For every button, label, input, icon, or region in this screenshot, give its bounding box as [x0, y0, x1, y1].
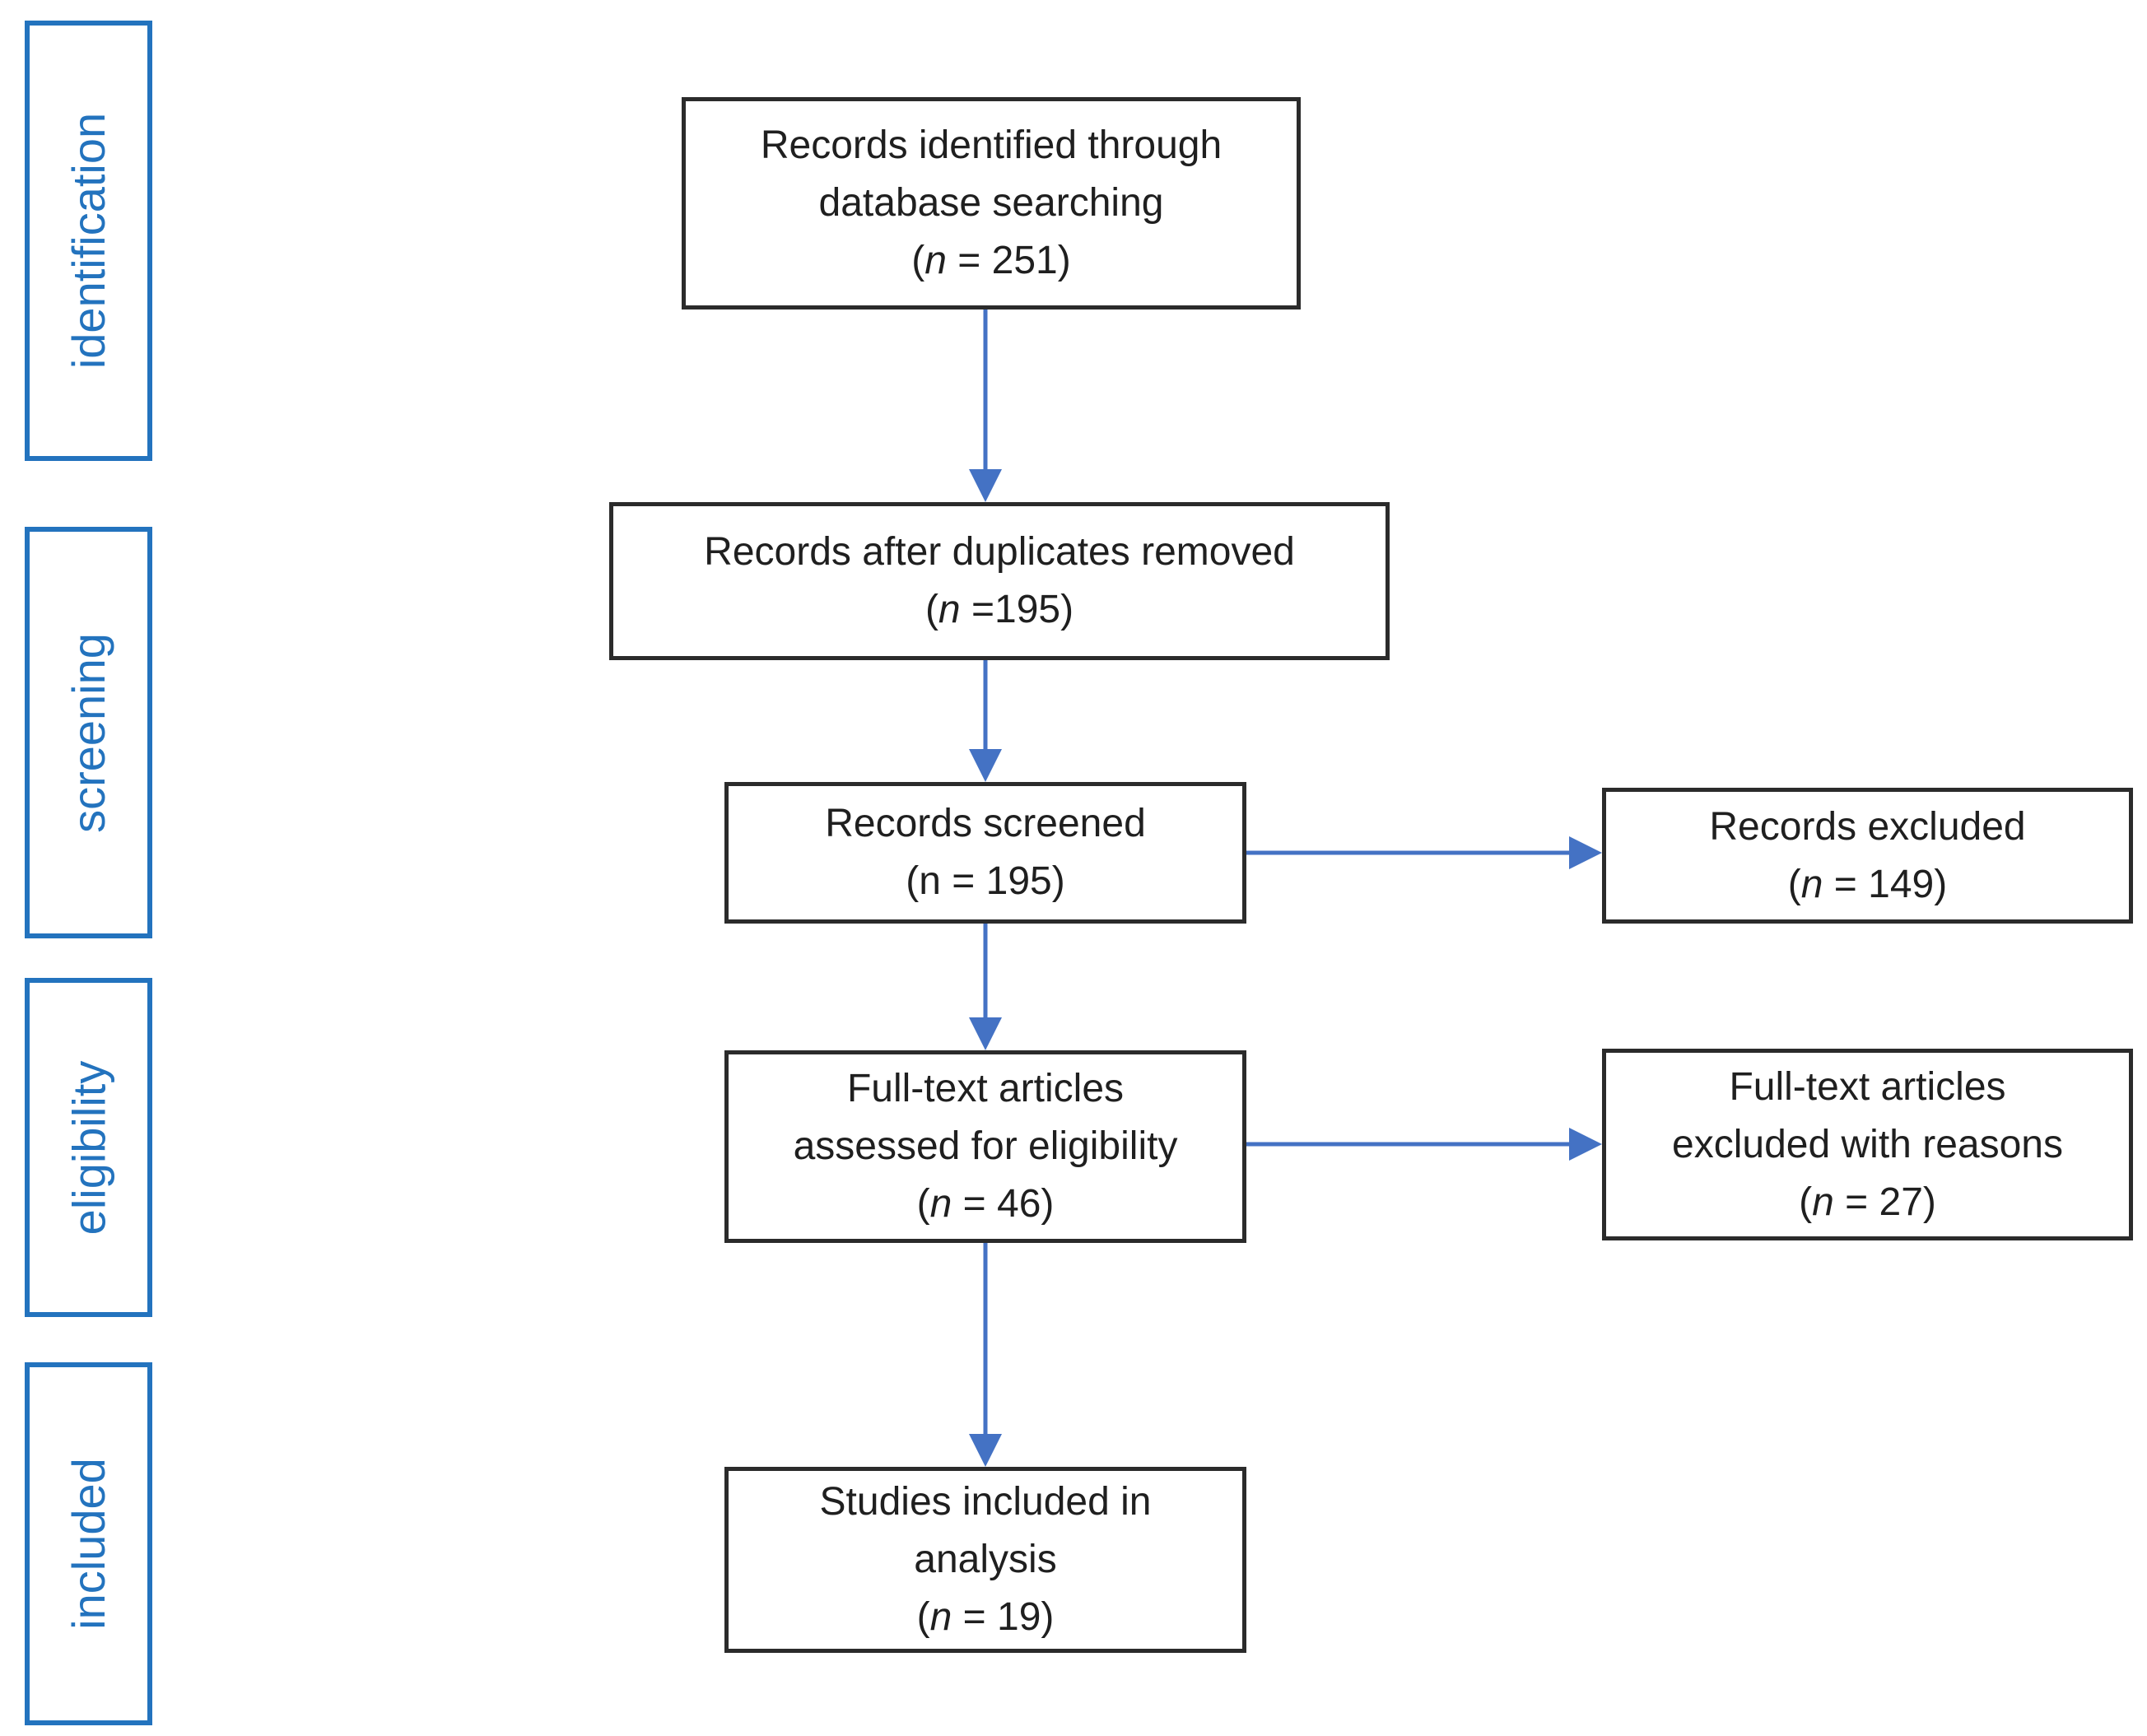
arrow-screened-to-excluded [1246, 836, 1602, 869]
box-text-line: Records excluded [1709, 804, 2026, 849]
box-text-line: Full-text articles [846, 1067, 1125, 1110]
arrow-screened-to-fulltext [969, 924, 1002, 1050]
box-count: (n =195) [924, 588, 1074, 631]
arrow-identified-to-dedup [969, 310, 1002, 502]
stage-screening: screening [25, 527, 152, 938]
arrow-fulltext-to-fulltext-excluded [1246, 1128, 1602, 1161]
stage-included: included [25, 1362, 152, 1725]
stage-identification: identification [25, 21, 152, 461]
box-text-line: Studies included in [819, 1480, 1152, 1524]
box-fulltext-excluded: Full-text articles excluded with reasons… [1602, 1049, 2133, 1240]
box-count: (n = 19) [916, 1595, 1055, 1639]
box-studies-included: Studies included in analysis (n = 19) [724, 1467, 1246, 1653]
arrow-head [969, 469, 1002, 502]
arrow-head [1569, 1128, 1602, 1161]
arrow-head [969, 749, 1002, 782]
arrow-fulltext-to-included [969, 1243, 1002, 1467]
box-records-screened: Records screened (n = 195) [724, 782, 1246, 924]
arrow-head [969, 1434, 1002, 1467]
box-text-line: analysis [914, 1538, 1057, 1581]
box-text-line: Full-text articles [1729, 1064, 2006, 1109]
box-count: (n = 27) [1799, 1180, 1936, 1224]
box-records-identified: Records identified through database sear… [682, 97, 1301, 310]
box-text-line: database searching [818, 181, 1164, 225]
arrow-head [1569, 836, 1602, 869]
box-fulltext-assessed: Full-text articles assessed for eligibil… [724, 1050, 1246, 1243]
box-records-excluded: Records excluded (n = 149) [1602, 788, 2133, 924]
box-count: (n = 149) [1787, 862, 1948, 906]
stage-eligibility: eligibility [25, 978, 152, 1317]
box-records-after-duplicates: Records after duplicates removed (n =195… [609, 502, 1390, 660]
box-count: (n = 195) [906, 859, 1065, 903]
box-text-line: Records screened [825, 802, 1146, 845]
box-text-line: assessed for eligibility [793, 1124, 1178, 1168]
box-count: (n = 46) [916, 1182, 1055, 1226]
box-text-line: excluded with reasons [1672, 1122, 2063, 1166]
box-text-line: Records after duplicates removed [704, 530, 1295, 574]
box-text-line: Records identified through [760, 123, 1223, 167]
arrow-head [969, 1017, 1002, 1050]
arrow-dedup-to-screened [969, 660, 1002, 782]
box-count: (n = 251) [911, 239, 1071, 282]
